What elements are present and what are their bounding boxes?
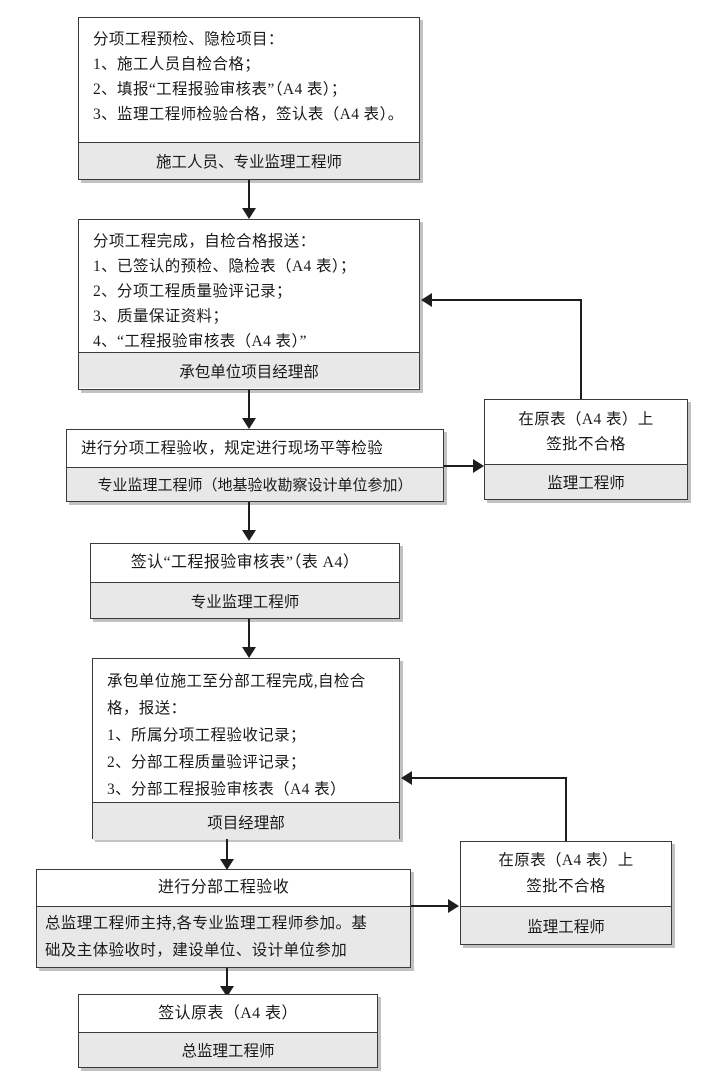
edge-r1-n2-horizontal bbox=[432, 299, 582, 301]
edge-n3-n4-line bbox=[248, 502, 250, 534]
edge-n2-n3-arrowhead bbox=[242, 418, 256, 429]
node-1-line-2: 2、填报“工程报验审核表”（A4 表）； bbox=[93, 81, 347, 98]
node-4-body: 签认“工程报验审核表”（表 A4） bbox=[91, 544, 399, 582]
node-1-body: 分项工程预检、隐检项目： 1、施工人员自检合格； 2、填报“工程报验审核表”（A… bbox=[79, 18, 419, 142]
node-reject-stamp-upper[interactable]: 在原表（A4 表）上 签批不合格 监理工程师 bbox=[484, 399, 688, 500]
node-2-body: 分项工程完成，自检合格报送： 1、已签认的预检、隐检表（A4 表）； 2、分项工… bbox=[79, 220, 419, 352]
edge-n6-n7-arrowhead bbox=[220, 986, 234, 997]
node-3-line-0: 进行分项工程验收，规定进行现场平等检验 bbox=[81, 440, 384, 457]
node-sign-original-form[interactable]: 签认原表（A4 表） 总监理工程师 bbox=[78, 994, 378, 1068]
edge-n3-r1-line bbox=[444, 465, 476, 467]
node-r2-body: 在原表（A4 表）上 签批不合格 bbox=[461, 842, 671, 906]
node-section-acceptance[interactable]: 进行分部工程验收 总监理工程师主持,各专业监理工程师参加。基 础及主体验收时，建… bbox=[36, 869, 411, 968]
edge-n6-r2-arrowhead bbox=[448, 899, 459, 913]
edge-r1-n2-arrowhead bbox=[421, 293, 432, 307]
node-2-line-0: 分项工程完成，自检合格报送： bbox=[93, 233, 316, 250]
node-r1-line-0: 在原表（A4 表）上 bbox=[518, 411, 654, 428]
node-section-completed-submit[interactable]: 承包单位施工至分部工程完成,自检合 格，报送： 1、所属分项工程验收记录； 2、… bbox=[92, 658, 400, 840]
node-r1-line-1: 签批不合格 bbox=[546, 436, 626, 453]
node-5-line-4: 3、分部工程报验审核表（A4 表） bbox=[107, 781, 346, 798]
edge-r2-n5-vertical bbox=[565, 777, 567, 841]
node-subitem-completed-submit[interactable]: 分项工程完成，自检合格报送： 1、已签认的预检、隐检表（A4 表）； 2、分项工… bbox=[78, 219, 420, 390]
node-1-line-3: 3、监理工程师检验合格，签认表（A4 表）。 bbox=[93, 106, 404, 123]
edge-n2-n3-line bbox=[248, 390, 250, 422]
node-5-line-0: 承包单位施工至分部工程完成,自检合 bbox=[107, 673, 366, 690]
node-1-line-1: 1、施工人员自检合格； bbox=[93, 56, 261, 73]
node-subitem-acceptance[interactable]: 进行分项工程验收，规定进行现场平等检验 专业监理工程师（地基验收勘察设计单位参加… bbox=[66, 429, 444, 502]
node-5-role: 项目经理部 bbox=[93, 802, 399, 840]
edge-n4-n5-line bbox=[248, 619, 250, 651]
node-2-line-2: 2、分项工程质量验评记录； bbox=[93, 283, 292, 300]
edge-r2-n5-arrowhead bbox=[401, 771, 412, 785]
node-7-role: 总监理工程师 bbox=[79, 1032, 377, 1067]
node-r2-line-1: 签批不合格 bbox=[526, 878, 606, 895]
node-3-body: 进行分项工程验收，规定进行现场平等检验 bbox=[67, 430, 443, 467]
edge-r2-n5-horizontal bbox=[412, 777, 567, 779]
node-7-body: 签认原表（A4 表） bbox=[79, 995, 377, 1032]
node-subitem-preinspection[interactable]: 分项工程预检、隐检项目： 1、施工人员自检合格； 2、填报“工程报验审核表”（A… bbox=[78, 17, 420, 180]
node-r2-line-0: 在原表（A4 表）上 bbox=[498, 852, 634, 869]
node-4-role: 专业监理工程师 bbox=[91, 582, 399, 618]
node-3-role: 专业监理工程师（地基验收勘察设计单位参加） bbox=[67, 467, 443, 501]
node-reject-stamp-lower[interactable]: 在原表（A4 表）上 签批不合格 监理工程师 bbox=[460, 841, 672, 945]
node-6-role-line-1: 础及主体验收时，建设单位、设计单位参加 bbox=[45, 942, 348, 959]
node-2-role: 承包单位项目经理部 bbox=[79, 352, 419, 388]
node-2-line-3: 3、质量保证资料； bbox=[93, 308, 229, 325]
node-6-role-line-0: 总监理工程师主持,各专业监理工程师参加。基 bbox=[45, 915, 368, 932]
node-6-role: 总监理工程师主持,各专业监理工程师参加。基 础及主体验收时，建设单位、设计单位参… bbox=[37, 906, 410, 967]
node-1-role: 施工人员、专业监理工程师 bbox=[79, 142, 419, 179]
node-5-line-1: 格，报送： bbox=[107, 700, 187, 717]
edge-n3-r1-arrowhead bbox=[473, 459, 484, 473]
node-4-line-0: 签认“工程报验审核表”（表 A4） bbox=[130, 554, 360, 571]
edge-n5-n6-line bbox=[226, 839, 228, 863]
edge-n6-n7-line bbox=[226, 968, 228, 990]
edge-n1-n2-arrowhead bbox=[242, 208, 256, 219]
node-6-line-0: 进行分部工程验收 bbox=[157, 879, 290, 896]
node-5-line-2: 1、所属分项工程验收记录； bbox=[107, 727, 306, 744]
edge-n1-n2-line bbox=[248, 180, 250, 212]
node-r1-role: 监理工程师 bbox=[485, 464, 687, 499]
edge-n6-r2-line bbox=[411, 905, 449, 907]
node-5-body: 承包单位施工至分部工程完成,自检合 格，报送： 1、所属分项工程验收记录； 2、… bbox=[93, 659, 399, 802]
edge-n5-n6-arrowhead bbox=[220, 859, 234, 870]
node-5-line-3: 2、分部工程质量验评记录； bbox=[107, 754, 306, 771]
node-1-line-0: 分项工程预检、隐检项目： bbox=[93, 31, 284, 48]
node-r2-role: 监理工程师 bbox=[461, 906, 671, 944]
node-sign-report-form[interactable]: 签认“工程报验审核表”（表 A4） 专业监理工程师 bbox=[90, 543, 400, 619]
edge-n3-n4-arrowhead bbox=[242, 530, 256, 541]
node-2-line-4: 4、“工程报验审核表（A4 表）” bbox=[93, 333, 307, 350]
node-r1-body: 在原表（A4 表）上 签批不合格 bbox=[485, 400, 687, 464]
node-6-body: 进行分部工程验收 bbox=[37, 870, 410, 906]
edge-n4-n5-arrowhead bbox=[242, 647, 256, 658]
node-7-line-0: 签认原表（A4 表） bbox=[158, 1005, 298, 1022]
edge-r1-n2-vertical bbox=[580, 299, 582, 399]
node-2-line-1: 1、已签认的预检、隐检表（A4 表）； bbox=[93, 258, 356, 275]
